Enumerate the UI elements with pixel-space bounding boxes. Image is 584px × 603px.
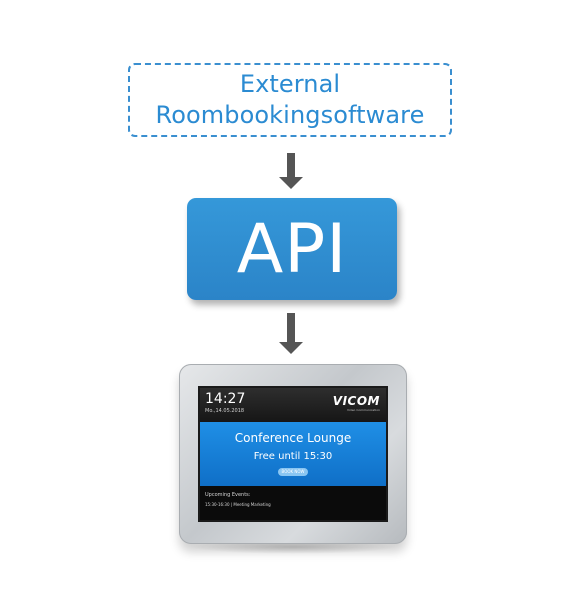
logo-subtitle: Video Communication xyxy=(346,408,380,412)
device-screen: 14:27 Mo.,14.05.2018 VICOM Video Communi… xyxy=(198,386,388,522)
api-label: API xyxy=(236,209,348,289)
down-arrow-icon xyxy=(279,313,303,355)
upcoming-events-panel: Upcoming Events: 15:30-16:30 | Meeting M… xyxy=(200,486,386,520)
room-status: Free until 15:30 xyxy=(253,451,333,462)
book-now-button[interactable]: BOOK NOW xyxy=(278,468,308,476)
upcoming-events-title: Upcoming Events: xyxy=(205,492,251,498)
room-status-panel: Conference Lounge Free until 15:30 BOOK … xyxy=(200,422,386,486)
date: Mo.,14.05.2018 xyxy=(205,408,245,414)
clock: 14:27 xyxy=(205,391,246,407)
room-name: Conference Lounge xyxy=(234,431,352,445)
external-label-line1: External xyxy=(239,70,341,98)
vicom-logo: VICOM xyxy=(332,394,380,408)
down-arrow-icon xyxy=(279,153,303,190)
list-item: 15:30-16:30 | Meeting Marketing xyxy=(205,502,271,507)
room-display-device: 14:27 Mo.,14.05.2018 VICOM Video Communi… xyxy=(179,364,407,544)
external-label-line2: Roombookingsoftware xyxy=(155,101,425,129)
screen-header: 14:27 Mo.,14.05.2018 VICOM Video Communi… xyxy=(200,388,386,422)
external-roombooking-software-box: External Roombookingsoftware xyxy=(128,63,452,137)
api-box: API xyxy=(187,198,397,300)
